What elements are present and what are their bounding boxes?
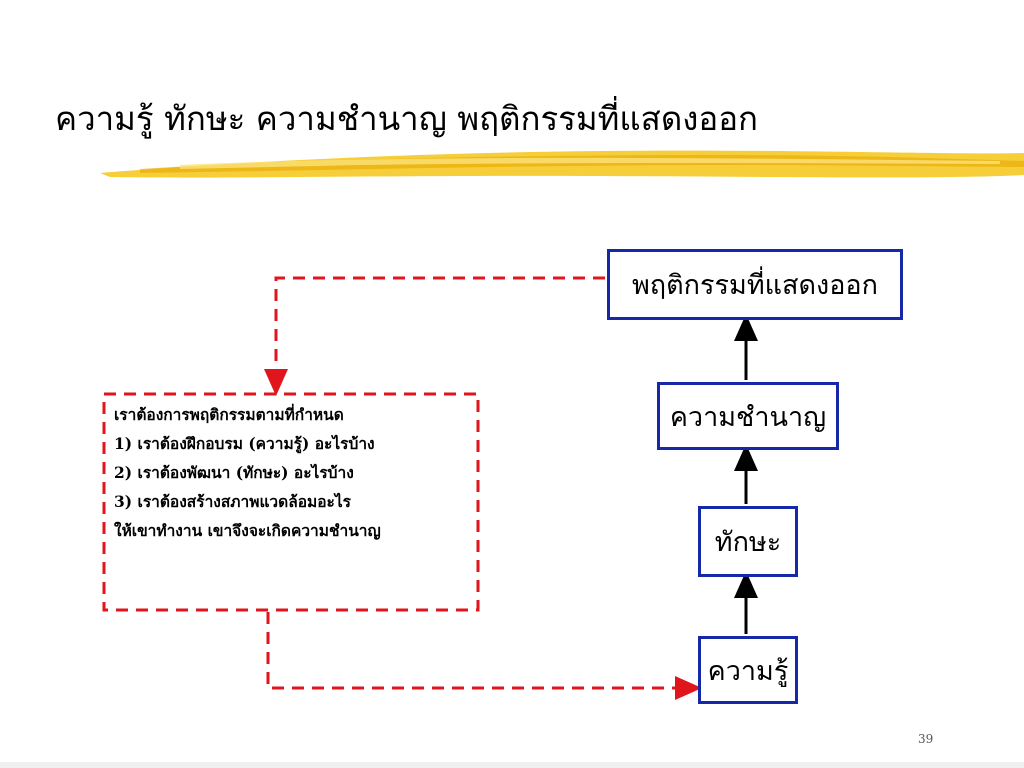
- slide-title: ความรู้ ทักษะ ความชำนาญ พฤติกรรมที่แสดงอ…: [55, 99, 758, 138]
- note-line: 1) เราต้องฝึกอบรม (ความรู้) อะไรบ้าง: [114, 434, 375, 453]
- page-number: 39: [918, 732, 934, 746]
- note-text: เราต้องการพฤติกรรมตามที่กำหนด 1) เราต้อง…: [114, 400, 474, 545]
- highlighter-stroke: [100, 150, 1024, 178]
- note-line: 3) เราต้องสร้างสภาพแวดล้อมอะไร: [114, 492, 351, 511]
- box-behavior: พฤติกรรมที่แสดงออก: [607, 249, 903, 320]
- box-expertise: ความชำนาญ: [657, 382, 839, 450]
- dashed-arrow-to-note: [264, 276, 605, 396]
- box-knowledge: ความรู้: [698, 636, 798, 704]
- note-line: ให้เขาทำงาน เขาจึงจะเกิดความชำนาญ: [114, 521, 381, 540]
- note-line: เราต้องการพฤติกรรมตามที่กำหนด: [114, 405, 344, 424]
- box-skill: ทักษะ: [698, 506, 798, 577]
- footer-bar: [0, 762, 1024, 768]
- note-line: 2) เราต้องพัฒนา (ทักษะ) อะไรบ้าง: [114, 463, 354, 482]
- note-frame: [102, 392, 480, 612]
- dashed-arrow-to-knowledge: [266, 612, 702, 700]
